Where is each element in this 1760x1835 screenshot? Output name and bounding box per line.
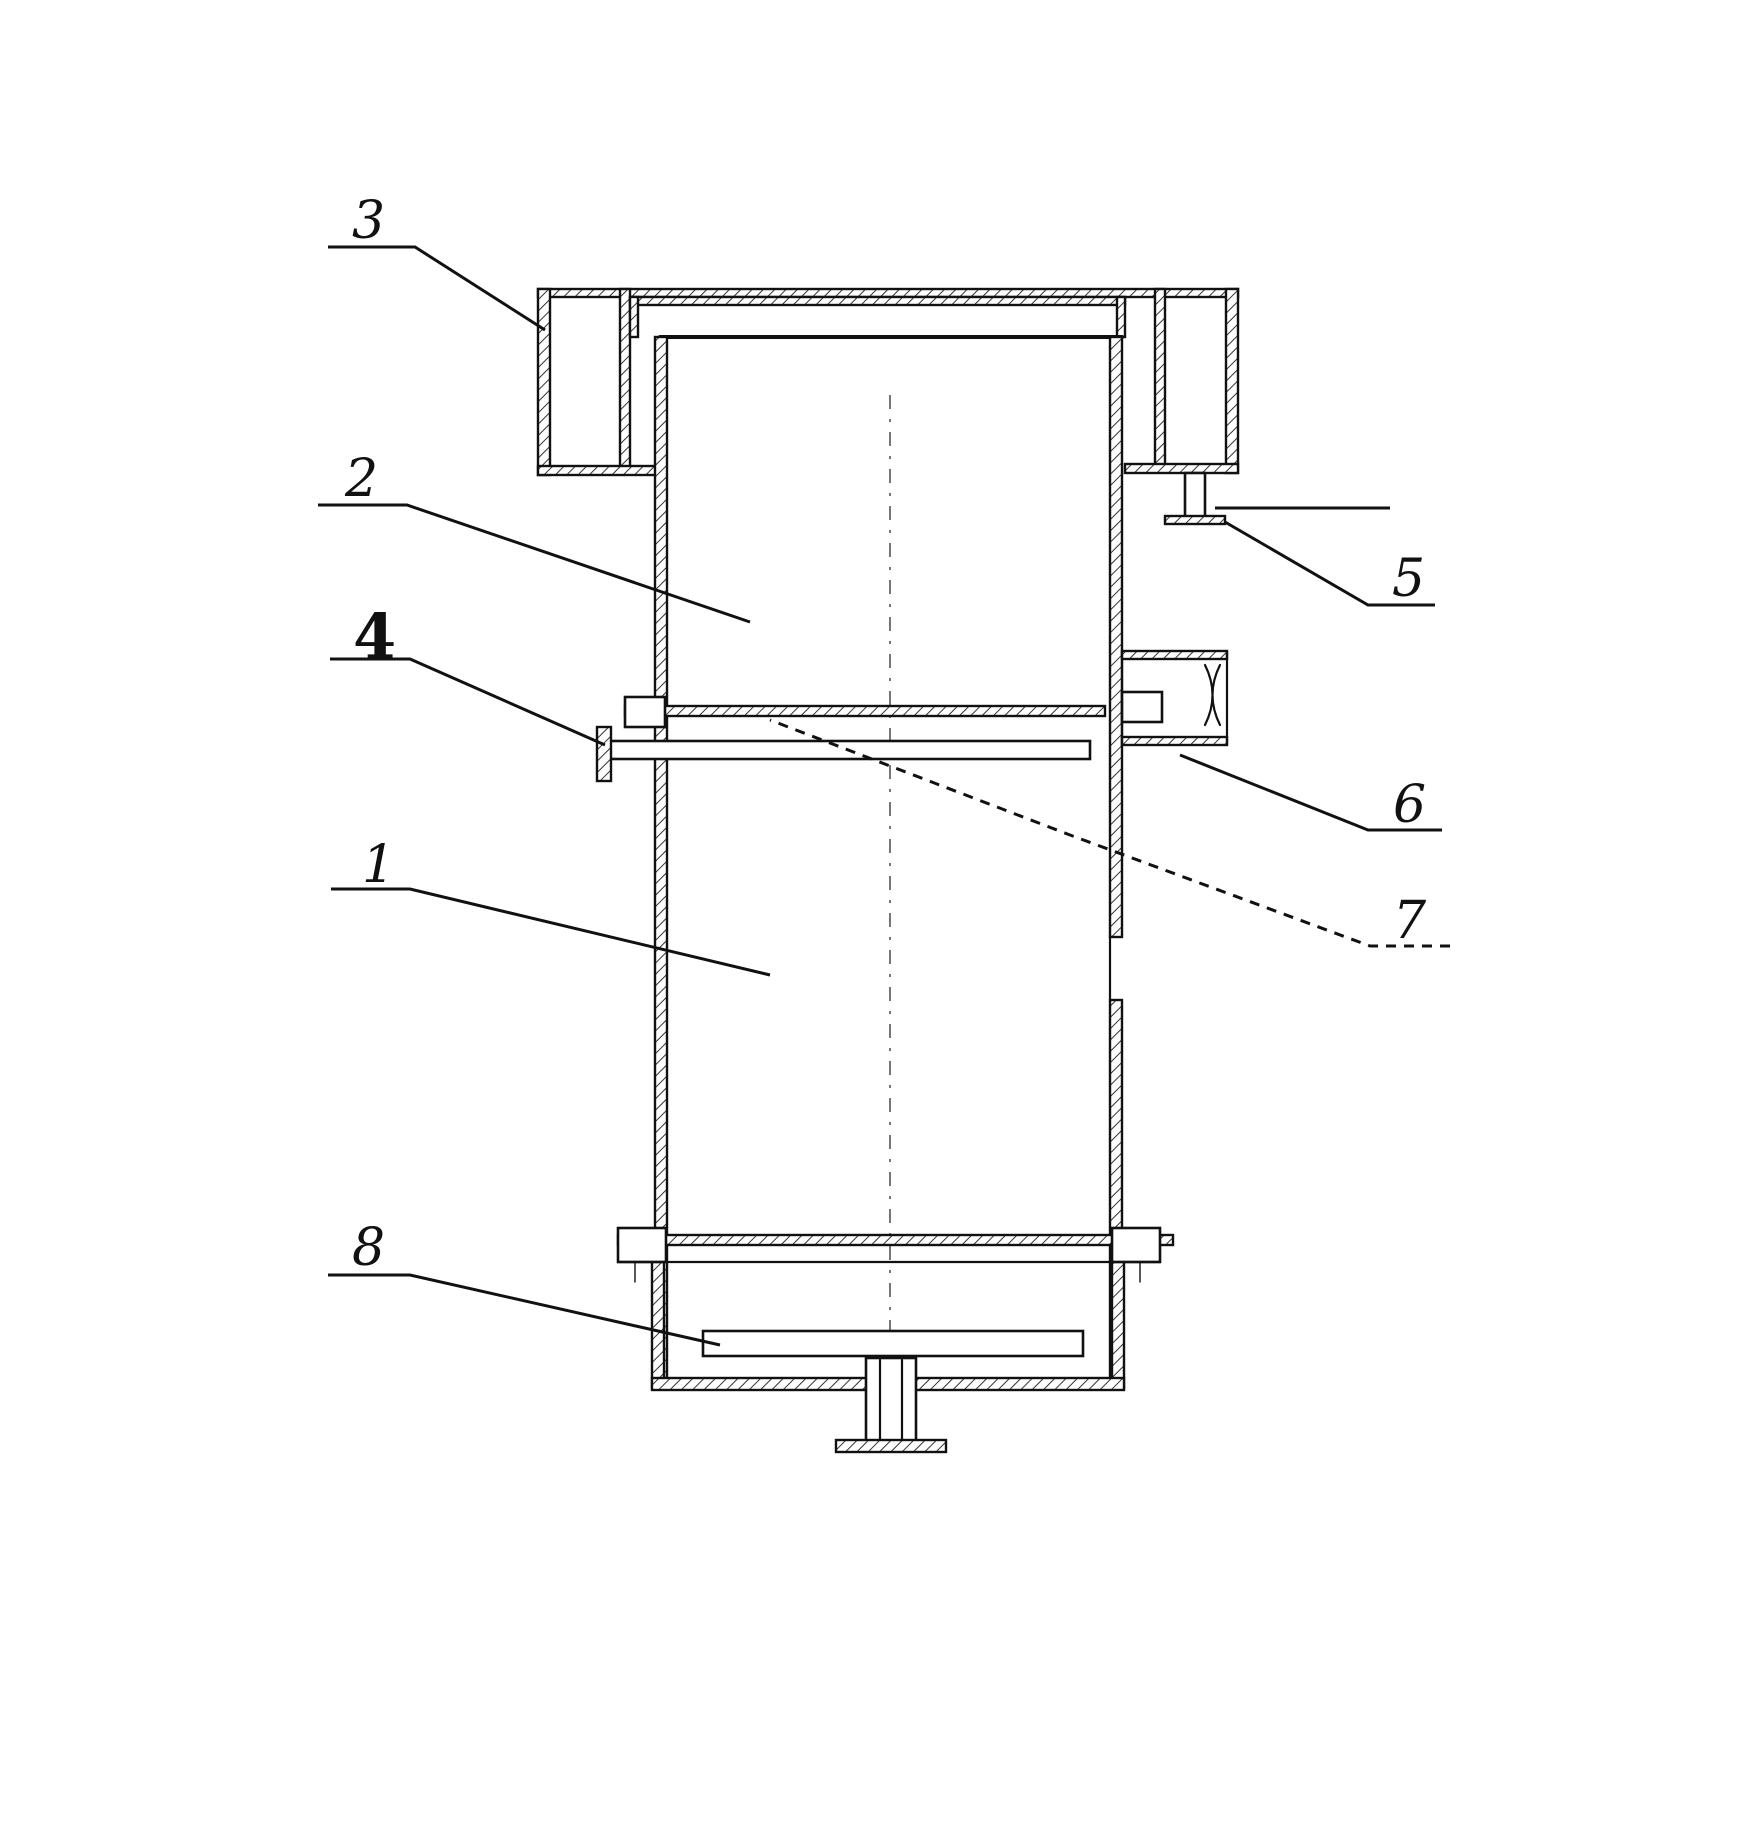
outlet-pipe-5 [1163, 471, 1227, 526]
leader-lines [318, 245, 1450, 1347]
side-box-6 [1120, 649, 1229, 747]
lower-flange [616, 1226, 1175, 1283]
top-cap [536, 287, 1240, 477]
middle-plate [595, 690, 1164, 783]
distributor-8 [701, 1329, 1085, 1358]
label-3: 3 [352, 191, 385, 251]
label-1: 1 [362, 835, 395, 895]
label-4: 4 [353, 600, 396, 673]
label-7: 7 [1393, 891, 1427, 951]
label-2: 2 [344, 449, 378, 509]
bottom-inlet-pipe [834, 1356, 948, 1454]
column-body [650, 335, 1126, 1392]
label-8: 8 [352, 1218, 385, 1278]
label-6: 6 [1393, 775, 1426, 835]
label-5: 5 [1392, 549, 1425, 609]
